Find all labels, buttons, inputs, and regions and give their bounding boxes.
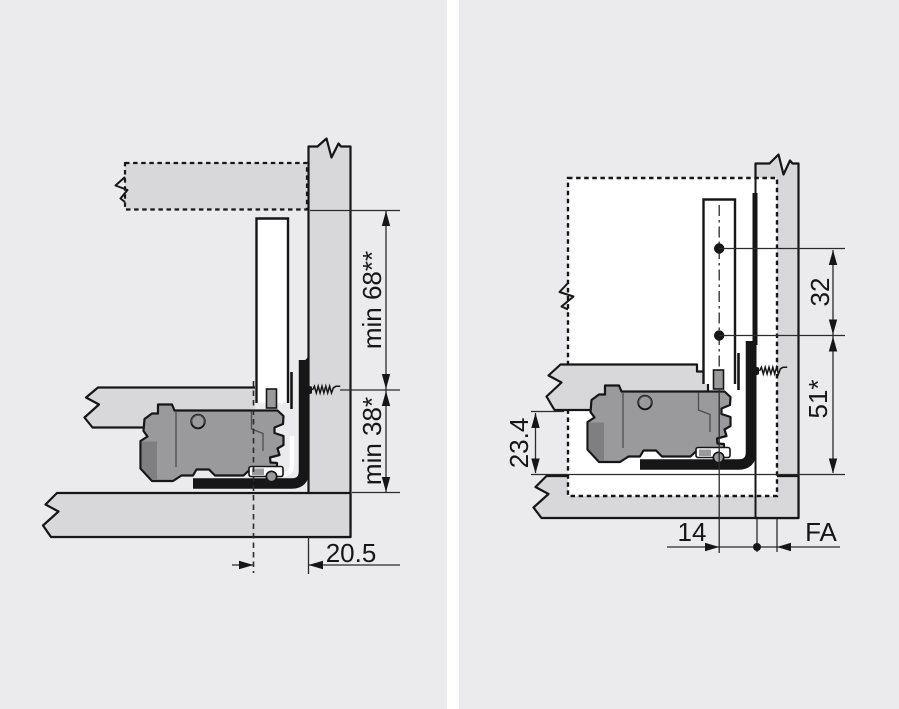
- dimension-arrow: [239, 560, 254, 570]
- dimension-arrow: [381, 211, 391, 226]
- dim-label-rear-gap: FA: [805, 517, 837, 547]
- dim-label-back-height: min 68**: [357, 251, 387, 349]
- latch-pin: [265, 470, 278, 483]
- dim-label-side-height: 51*: [803, 379, 833, 418]
- runner-mechanism: [139, 356, 341, 489]
- dimension-arrow: [308, 560, 323, 570]
- latch-tab: [252, 468, 264, 475]
- dimension-arrow: [531, 458, 540, 474]
- gallery-rail: [255, 217, 290, 403]
- dim-label-hole-to-back: 14: [678, 517, 707, 547]
- dimension-arrow: [381, 477, 391, 492]
- dimension-arrow: [705, 542, 720, 552]
- screw-head: [300, 382, 312, 398]
- dimension-arrow: [777, 542, 791, 552]
- rail-hook-tab: [265, 388, 278, 409]
- left-panel-background: [0, 0, 447, 709]
- dim-label-hole-spacing: 32: [805, 278, 835, 307]
- drawer-back-phantom: [114, 161, 309, 211]
- dim-label-front-height: min 38*: [357, 397, 387, 485]
- break-symbol: [114, 176, 129, 203]
- right-dimensions: 32 51* 23.4 14 FA: [504, 247, 845, 553]
- dim-label-bottom-offset: 23.4: [504, 418, 534, 469]
- left-diagram: min 68** min 38* 20.5: [0, 0, 447, 709]
- dimension-arrow: [381, 391, 391, 406]
- cabinet-bottom-panel: [41, 491, 352, 539]
- left-dimensions: min 68** min 38* 20.5: [232, 209, 400, 574]
- screw-flange: [301, 356, 309, 391]
- dimension-arrow: [828, 458, 838, 474]
- body-shading: [141, 441, 157, 480]
- dimension-arrow: [381, 374, 391, 389]
- cabinet-side-panel: [307, 137, 352, 539]
- dimension-arrow: [531, 413, 540, 428]
- dimension-arrow: [828, 250, 838, 265]
- right-diagram: 32 51* 23.4 14 FA: [459, 0, 899, 709]
- dimension-arrow: [828, 319, 838, 335]
- break-symbol: [558, 282, 575, 311]
- dim-label-setback: 20.5: [326, 538, 377, 568]
- dimension-arrow: [828, 336, 838, 352]
- screw-icon: [311, 383, 341, 396]
- runner-profile: [193, 360, 310, 489]
- reference-dot: [753, 543, 761, 551]
